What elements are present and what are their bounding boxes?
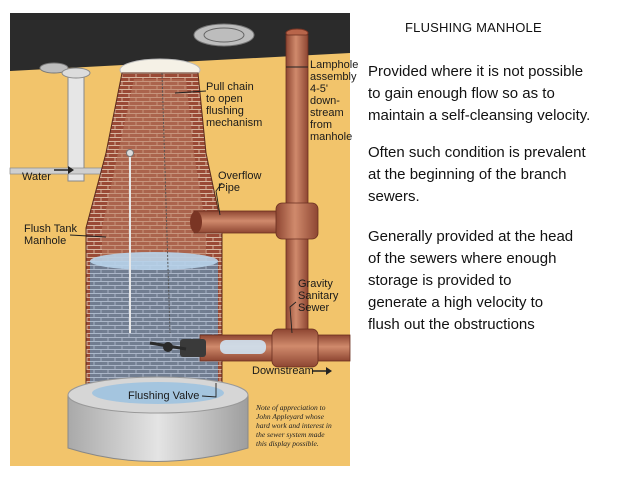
label-pull-chain: Pull chain to open flushing mechanism	[206, 81, 263, 129]
base-water-pool	[92, 382, 224, 404]
concrete-base	[67, 394, 249, 462]
ground-surface	[10, 13, 350, 71]
tank-water	[90, 261, 218, 389]
water-standpipe	[67, 72, 85, 182]
pull-chain	[161, 72, 171, 334]
paragraph-2: Often such condition is prevalent at the…	[368, 144, 586, 205]
label-lamphole-assembly: Lamphole assembly 4-5' down- stream from…	[310, 59, 359, 143]
overflow-pipe	[193, 210, 281, 234]
paragraph-1: Provided where it is not possible to gai…	[368, 63, 591, 124]
flushing-valve-mechanism-icon	[149, 339, 206, 357]
grate-cover-icon	[193, 23, 255, 47]
appreciation-note: Note of appreciation to John Appleyard w…	[256, 403, 332, 448]
label-gravity-sanitary-sewer: Gravity Sanitary Sewer	[298, 278, 339, 314]
leader-lines	[69, 66, 308, 398]
label-flush-tank-manhole: Flush Tank Manhole	[24, 223, 77, 247]
label-flushing-valve: Flushing Valve	[128, 390, 200, 402]
flushing-manhole-diagram: Pull chain to open flushing mechanism La…	[9, 13, 358, 466]
label-overflow-pipe: Overflow Pipe	[218, 170, 262, 194]
label-water: Water	[22, 171, 51, 183]
sewer-flow-water	[220, 340, 266, 354]
paragraph-3: Generally provided at the head of the se…	[368, 228, 574, 333]
lamphole-pipe	[285, 34, 309, 366]
label-downstream: Downstream	[252, 365, 314, 377]
slide-title: FLUSHING MANHOLE	[405, 20, 542, 35]
diagram-illustration	[9, 13, 351, 462]
small-cover-icon	[39, 62, 69, 74]
